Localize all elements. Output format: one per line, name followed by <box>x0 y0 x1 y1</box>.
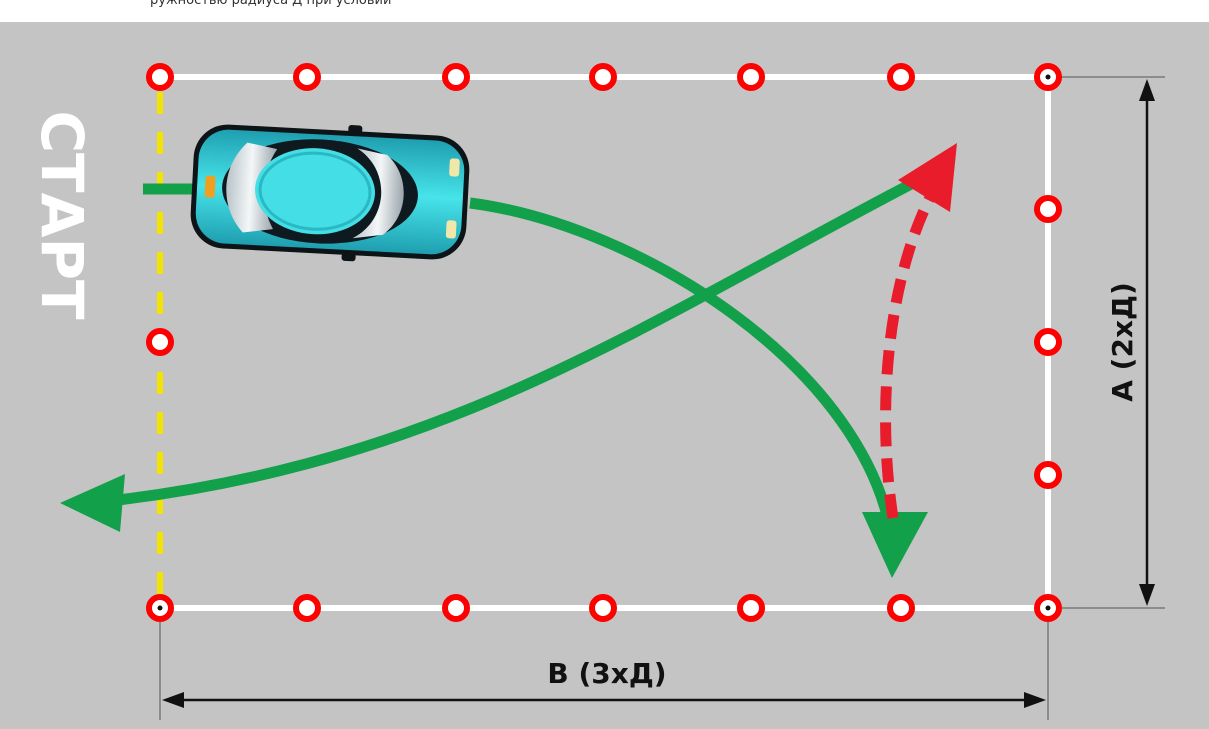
cone-marker-icon <box>1034 328 1062 356</box>
dimension-a-label: А (2хД) <box>1106 282 1139 402</box>
green-path-reverse-exit <box>117 177 918 506</box>
corner-dot <box>1045 605 1051 611</box>
ground-area <box>0 22 1209 729</box>
start-label: СТАРТ <box>28 110 96 320</box>
cone-marker-icon <box>146 328 174 356</box>
dim-a-arrow-bottom <box>1139 584 1155 606</box>
cone-marker-icon <box>293 63 321 91</box>
car-top-view-icon <box>190 124 470 262</box>
corner-dot <box>1045 74 1051 80</box>
cone-marker-icon <box>887 63 915 91</box>
cone-marker-icon <box>146 63 174 91</box>
dim-b-arrow-right <box>1024 692 1046 708</box>
green-arrowhead-down <box>862 512 928 578</box>
corner-dot <box>157 605 163 611</box>
cone-marker-icon <box>293 594 321 622</box>
marker-group <box>146 63 1062 622</box>
red-dashed-reverse-path <box>880 185 940 519</box>
cone-marker-icon <box>442 63 470 91</box>
dim-b-arrow-left <box>162 692 184 708</box>
cone-marker-icon <box>589 594 617 622</box>
cone-marker-icon <box>737 63 765 91</box>
red-arrowhead-up <box>898 143 957 212</box>
cone-marker-icon <box>1034 195 1062 223</box>
cone-marker-icon <box>442 594 470 622</box>
dim-a-arrow-top <box>1139 79 1155 101</box>
cone-marker-icon <box>887 594 915 622</box>
green-arrowhead-left <box>60 474 125 532</box>
cone-marker-icon <box>737 594 765 622</box>
cone-marker-icon <box>589 63 617 91</box>
cone-marker-icon <box>1034 461 1062 489</box>
green-path-forward-turn <box>469 197 899 546</box>
dimension-b-label: В (3хД) <box>547 657 666 690</box>
cropped-caption: ружностью радиуса Д при условии <box>0 0 1209 16</box>
